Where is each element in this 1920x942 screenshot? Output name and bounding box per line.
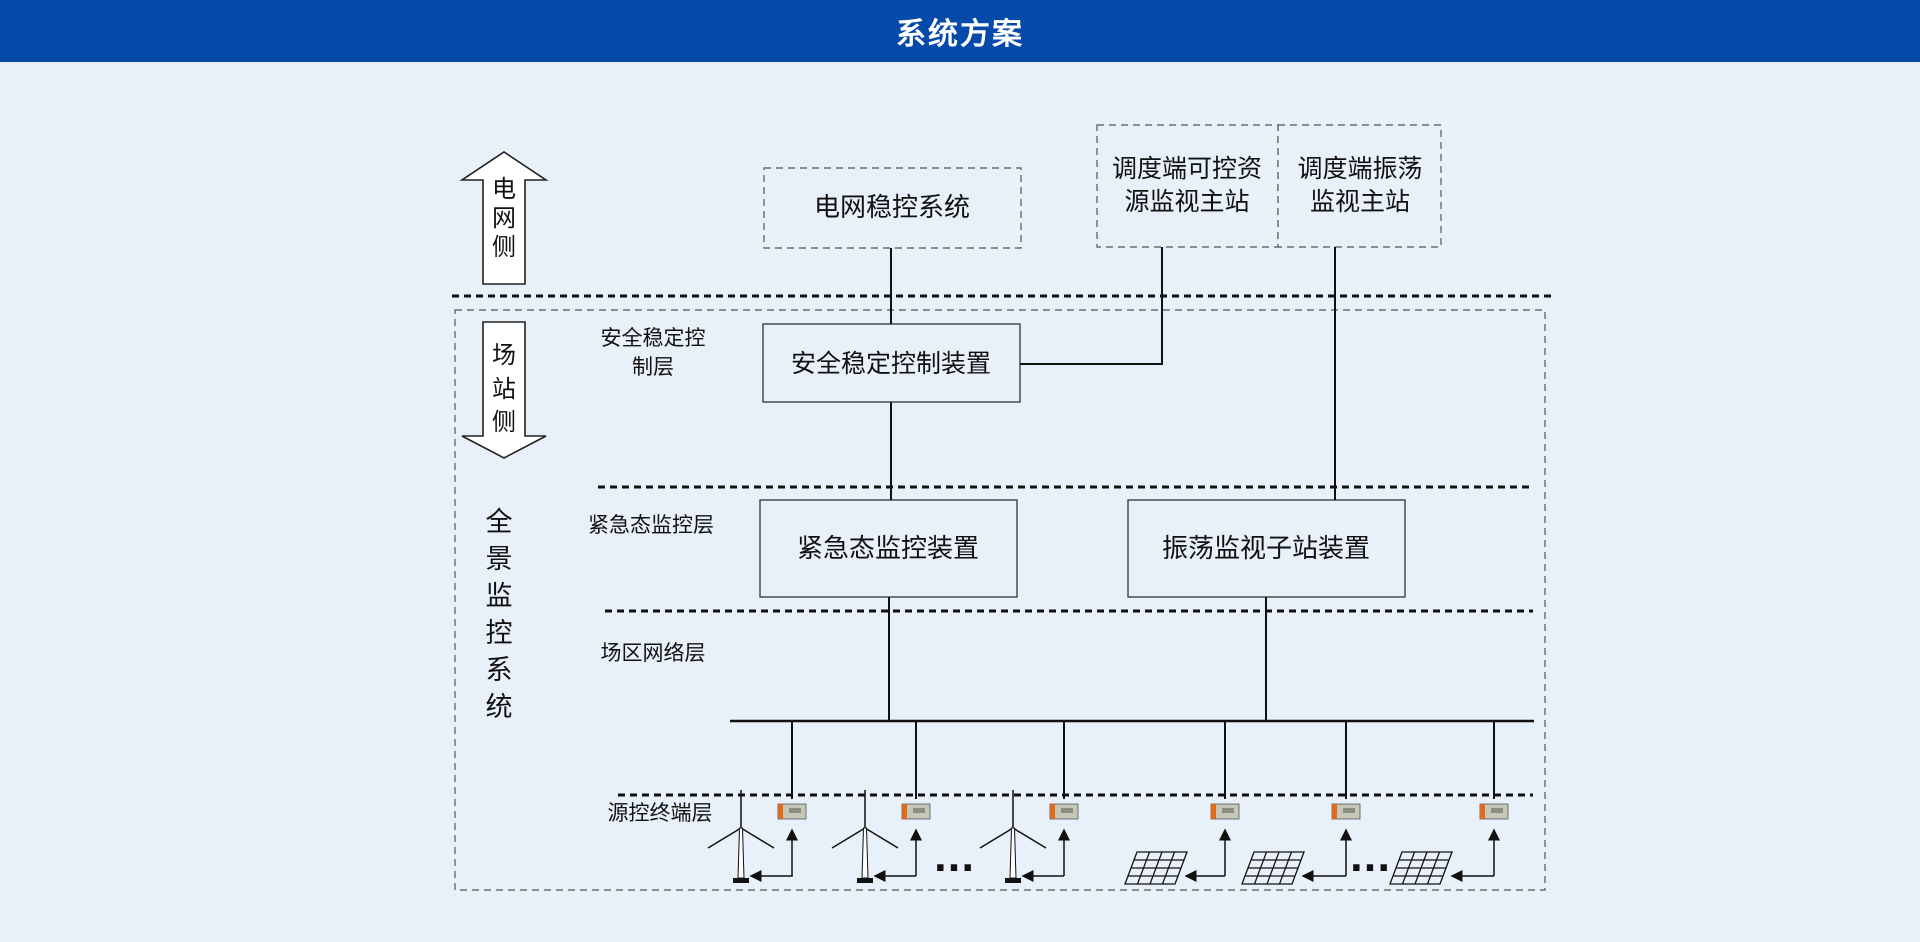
solar-panel-icon bbox=[1124, 851, 1188, 885]
wind-turbine-icon bbox=[831, 789, 899, 884]
dispatch-oscillation-line: 监视主站 bbox=[1310, 187, 1410, 216]
grid-side-arrow: 电 网 侧 bbox=[459, 151, 549, 285]
oscillation-substation-device-label: 振荡监视子站装置 bbox=[1162, 534, 1370, 564]
oscillation-substation-device-box: 振荡监视子站装置 bbox=[1127, 499, 1406, 598]
solar-ellipsis: ··· bbox=[1349, 848, 1390, 889]
solar-panels bbox=[1124, 851, 1453, 885]
terminal-layer-label: 源控终端层 bbox=[608, 801, 713, 825]
safety-control-device-box: 安全稳定控制装置 bbox=[762, 323, 1021, 403]
control-arrows bbox=[749, 828, 1500, 882]
grid-stability-system-box: 电网稳控系统 bbox=[763, 167, 1022, 249]
dispatch-oscillation-line: 调度端振荡 bbox=[1297, 154, 1422, 183]
terminal-units bbox=[777, 803, 1509, 820]
emergency-monitor-device-box: 紧急态监控装置 bbox=[759, 499, 1018, 598]
station-side-char: 侧 bbox=[492, 408, 516, 436]
wind-turbine-icon bbox=[707, 789, 775, 884]
dispatch-oscillation-station-box: 调度端振荡 监视主站 bbox=[1277, 124, 1442, 248]
panorama-label: 全 景 监 控 系 统 bbox=[486, 507, 513, 723]
station-boundary bbox=[454, 309, 1546, 891]
emergency-monitor-device-label: 紧急态监控装置 bbox=[797, 534, 979, 564]
dispatch-resource-station-box: 调度端可控资 源监视主站 bbox=[1096, 124, 1279, 248]
terminal-unit bbox=[1331, 803, 1361, 820]
station-side-char: 场 bbox=[492, 341, 516, 369]
terminal-unit bbox=[777, 803, 807, 820]
dispatch-resource-line: 调度端可控资 bbox=[1112, 154, 1262, 183]
panorama-char: 监 bbox=[486, 581, 513, 612]
panorama-char: 控 bbox=[486, 618, 513, 649]
solar-panel-icon bbox=[1389, 851, 1453, 885]
grid-stability-label: 电网稳控系统 bbox=[814, 193, 970, 223]
turbine-ellipsis: ··· bbox=[933, 848, 974, 889]
safety-control-device-label: 安全稳定控制装置 bbox=[791, 349, 991, 378]
grid-side-char: 网 bbox=[492, 204, 516, 232]
network-layer-label: 场区网络层 bbox=[601, 641, 706, 665]
grid-side-char: 电 bbox=[492, 175, 516, 203]
terminal-unit bbox=[1049, 803, 1079, 820]
panorama-char: 全 bbox=[486, 507, 513, 538]
panorama-char: 统 bbox=[486, 692, 513, 723]
connection-lines bbox=[730, 247, 1534, 799]
station-side-arrow: 场 站 侧 bbox=[461, 321, 547, 459]
safety-layer-label: 制层 bbox=[632, 355, 674, 379]
terminal-unit bbox=[1479, 803, 1509, 820]
page-header: 系统方案 bbox=[0, 0, 1920, 62]
solar-panel-icon bbox=[1241, 851, 1305, 885]
panorama-char: 系 bbox=[486, 655, 513, 686]
panorama-char: 景 bbox=[486, 544, 513, 575]
safety-layer-label: 安全稳定控 bbox=[601, 326, 706, 350]
dispatch-resource-line: 源监视主站 bbox=[1124, 187, 1249, 216]
wind-turbines bbox=[707, 789, 1047, 884]
emergency-layer-label: 紧急态监控层 bbox=[588, 513, 714, 537]
station-side-char: 站 bbox=[492, 375, 516, 403]
terminal-unit bbox=[901, 803, 931, 820]
grid-side-char: 侧 bbox=[492, 233, 516, 261]
terminal-unit bbox=[1210, 803, 1240, 820]
page-title: 系统方案 bbox=[896, 17, 1024, 52]
wind-turbine-icon bbox=[979, 789, 1047, 884]
